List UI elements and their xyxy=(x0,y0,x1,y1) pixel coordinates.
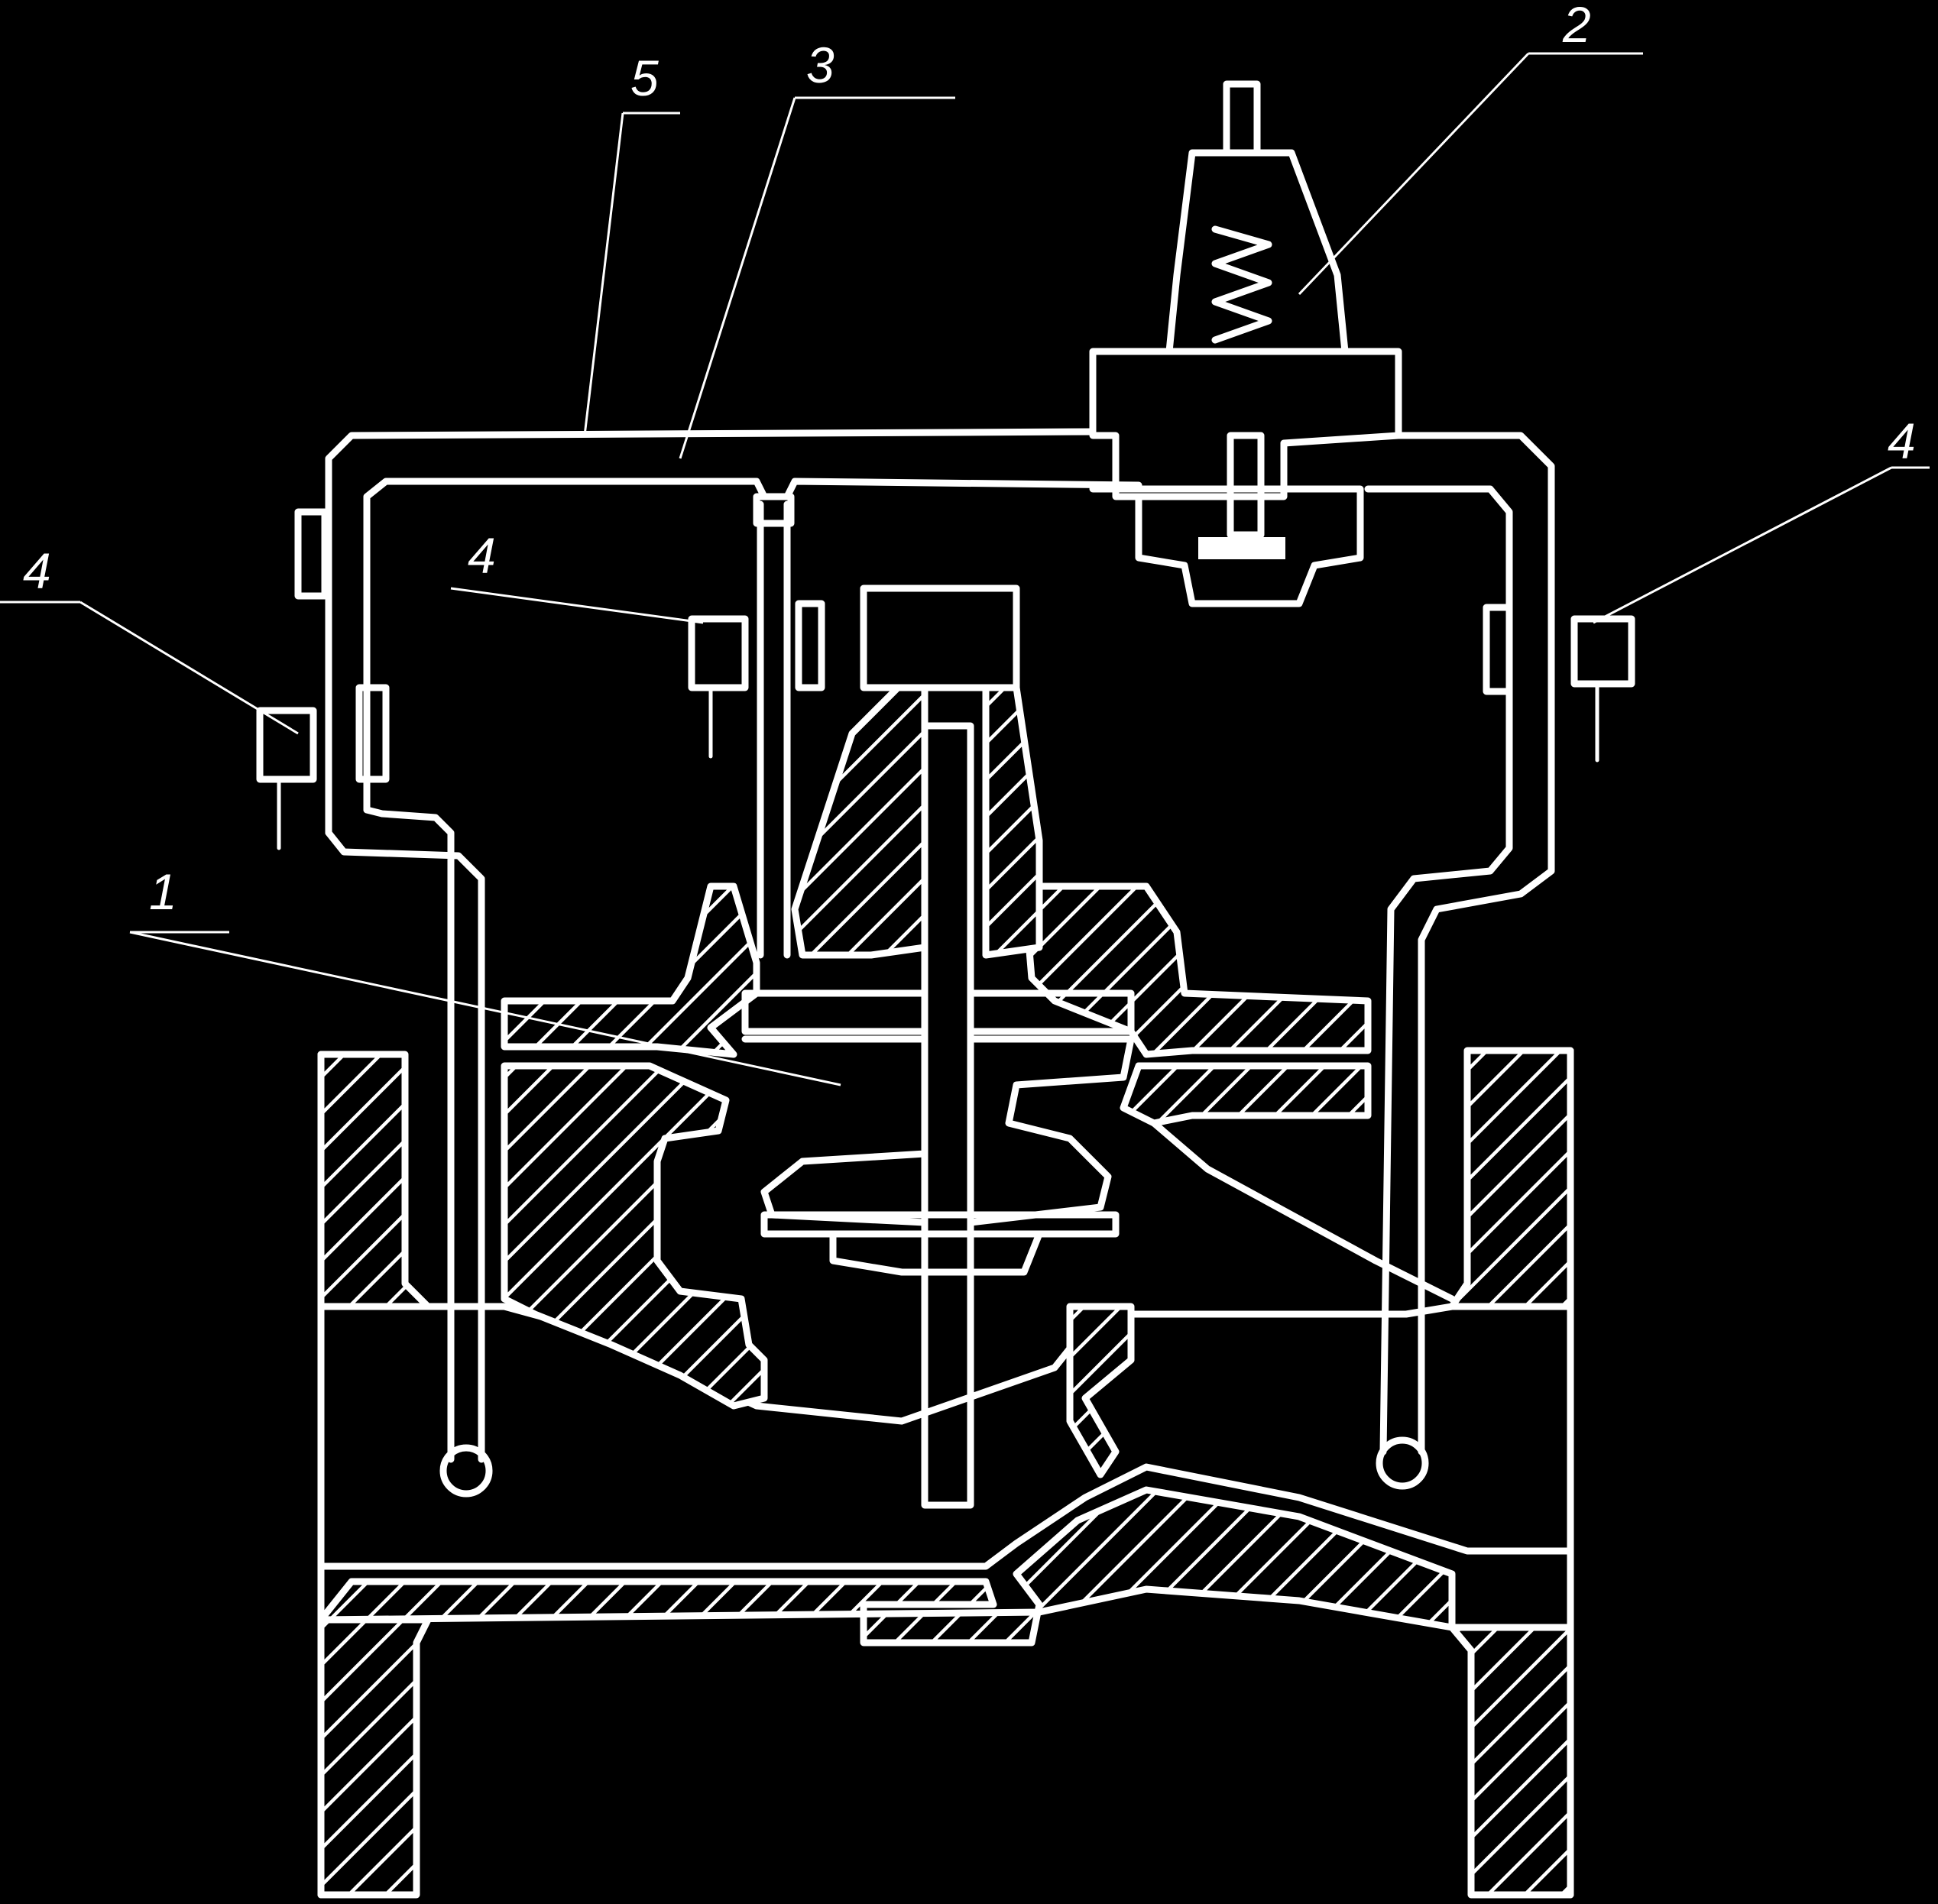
leader-4-inner xyxy=(450,587,704,624)
spring-cap xyxy=(860,584,1020,691)
pilot-valve-plug xyxy=(1198,537,1285,559)
pipework xyxy=(325,428,1555,1498)
valve-disc-assembly xyxy=(741,722,1135,1509)
right-sense-tube-end xyxy=(1376,1436,1429,1490)
leader-2 xyxy=(1298,52,1530,296)
label-5: 5 xyxy=(630,50,659,106)
label-3: 3 xyxy=(806,37,835,93)
pilot-adjust-screw xyxy=(1223,80,1261,157)
cock-inner-body xyxy=(688,615,749,691)
pilot-valve xyxy=(1089,80,1402,607)
inlet-flange-top xyxy=(317,1051,432,1310)
label-4-left: 4 xyxy=(23,542,51,599)
cock-left-upper xyxy=(294,508,329,600)
label-1: 1 xyxy=(149,863,177,920)
body-lower-line xyxy=(317,1463,1574,1570)
diaphragm-housing-right xyxy=(1020,882,1372,1058)
leader-4-left xyxy=(79,601,299,735)
upper-diaphragm-plate xyxy=(741,989,1135,1035)
cock-right-sleeve xyxy=(1483,604,1513,695)
callouts: 1 2 3 5 4 4 4 xyxy=(0,0,1930,1086)
shutoff-cocks xyxy=(256,508,1635,850)
body-bottom-channel xyxy=(317,1486,1456,1647)
valve-disc xyxy=(741,1035,1135,1226)
cock-left xyxy=(256,508,329,850)
pilot-body xyxy=(1089,348,1402,500)
pilot-seat xyxy=(1089,485,1364,607)
bonnet-right xyxy=(982,684,1043,959)
control-line-fitting xyxy=(753,493,795,527)
valve-seat-left xyxy=(501,1062,768,1410)
outlet-flange-bottom xyxy=(1448,1624,1574,1899)
pilot-spring xyxy=(1211,225,1272,344)
left-sense-tube-end xyxy=(439,1444,493,1498)
inlet-flange-bottom xyxy=(317,1616,432,1899)
pilot-stem xyxy=(1227,432,1265,539)
control-line xyxy=(757,500,791,959)
bypass-pipe-outer xyxy=(325,428,1555,1456)
cock-inner-sleeve xyxy=(795,600,825,691)
diaphragm-housing-left xyxy=(501,882,760,1058)
label-2: 2 xyxy=(1562,0,1591,53)
disc-guide xyxy=(829,1230,1043,1276)
valve-seat-right xyxy=(1120,1062,1372,1127)
left-sense-tube xyxy=(325,806,485,1463)
cock-left-body xyxy=(256,707,317,783)
bypass-sleeve-left xyxy=(355,684,390,783)
valve-body xyxy=(317,584,1574,1899)
label-4-inner: 4 xyxy=(468,527,496,584)
outlet-flange-top xyxy=(1448,1047,1574,1310)
leader-4-right xyxy=(1593,466,1892,624)
leader-5 xyxy=(583,112,624,436)
valve-stem xyxy=(921,722,974,1509)
bonnet xyxy=(791,684,928,959)
bypass-pipe-inner xyxy=(363,478,1513,1456)
disc-lower-ring xyxy=(760,1211,1120,1238)
cock-inner xyxy=(688,600,825,759)
leader-3 xyxy=(679,97,796,459)
right-diverter xyxy=(1150,1119,1456,1303)
seat-partition xyxy=(1066,1303,1135,1478)
leader-1 xyxy=(129,931,841,1086)
cock-right-body xyxy=(1570,615,1635,688)
label-4-right: 4 xyxy=(1888,413,1916,469)
